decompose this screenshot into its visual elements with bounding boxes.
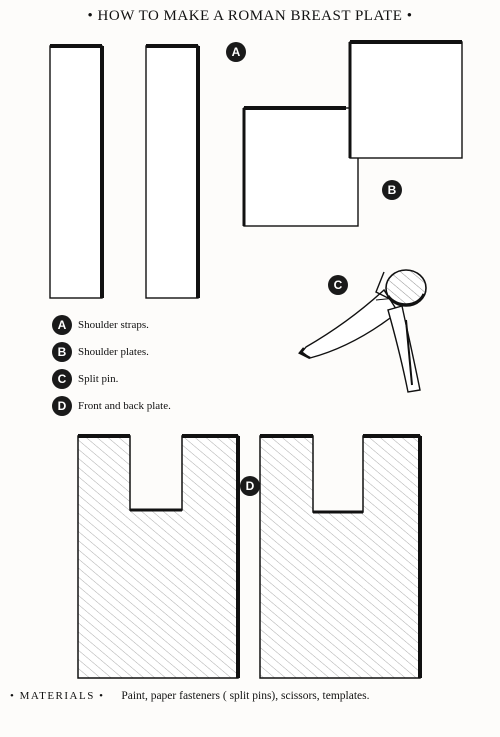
legend-text: Shoulder straps. bbox=[78, 319, 149, 331]
legend-badge: B bbox=[52, 342, 72, 362]
page-title: • HOW TO MAKE A ROMAN BREAST PLATE • bbox=[87, 8, 413, 24]
legend-text: Split pin. bbox=[78, 373, 119, 385]
front-plate bbox=[77, 434, 240, 679]
materials-text: Paint, paper fasteners ( split pins), sc… bbox=[121, 690, 370, 702]
shoulder-plate-lower bbox=[242, 106, 359, 227]
part-label-c: C bbox=[328, 275, 348, 295]
shoulder-strap-right bbox=[145, 44, 200, 299]
legend-item-shoulder-straps: A Shoulder straps. bbox=[52, 315, 149, 335]
legend-item-shoulder-plates: B Shoulder plates. bbox=[52, 342, 149, 362]
legend-badge: A bbox=[52, 315, 72, 335]
legend-text: Front and back plate. bbox=[78, 400, 171, 412]
shoulder-strap-left bbox=[49, 44, 104, 299]
legend-badge: D bbox=[52, 396, 72, 416]
part-label-b: B bbox=[382, 180, 402, 200]
legend-badge: C bbox=[52, 369, 72, 389]
back-plate bbox=[259, 434, 422, 679]
part-label-d: D bbox=[240, 476, 260, 496]
part-label-a: A bbox=[226, 42, 246, 62]
legend-item-split-pin: C Split pin. bbox=[52, 369, 118, 389]
legend-text: Shoulder plates. bbox=[78, 346, 149, 358]
shoulder-plate-upper bbox=[348, 40, 463, 159]
legend-item-front-back-plate: D Front and back plate. bbox=[52, 396, 171, 416]
materials-line: • MATERIALS • Paint, paper fasteners ( s… bbox=[10, 690, 495, 702]
split-pin-drawing bbox=[298, 269, 427, 393]
materials-label: • MATERIALS • bbox=[10, 690, 105, 702]
